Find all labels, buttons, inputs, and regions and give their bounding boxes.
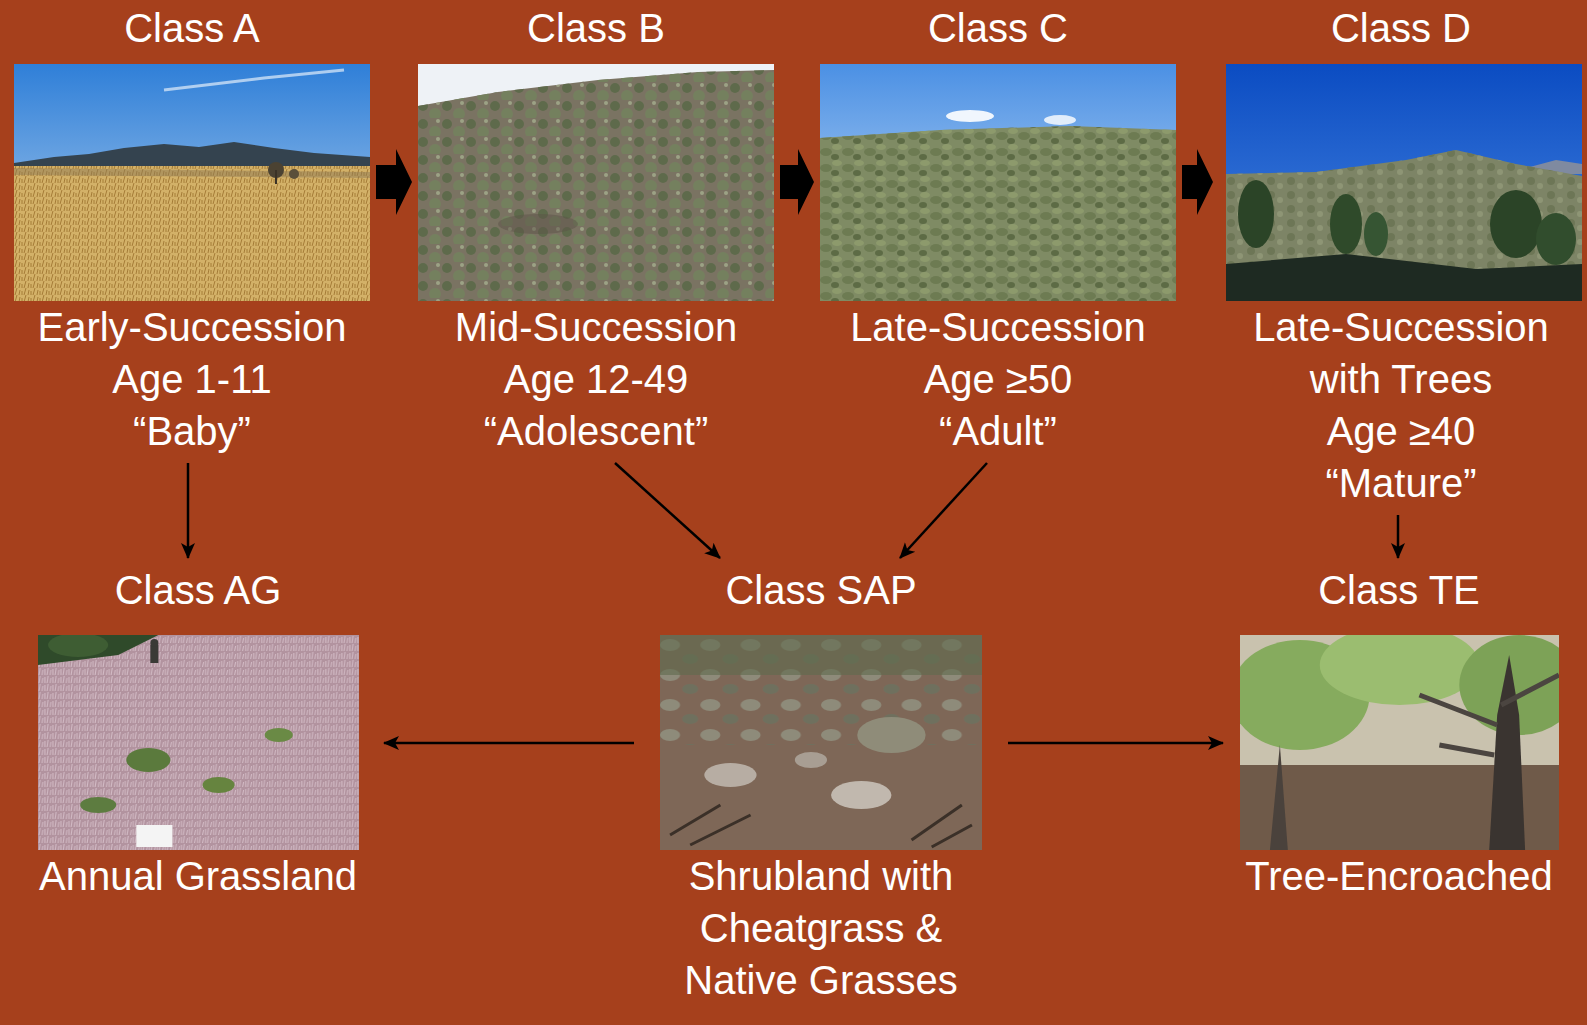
class-description: Late-Succession: [850, 301, 1146, 353]
photo-slot: [14, 64, 370, 301]
class-heading: Class AG: [115, 564, 282, 616]
block-arrow: [1182, 149, 1213, 215]
class-heading: Class B: [527, 2, 665, 54]
class-heading: Class TE: [1318, 564, 1480, 616]
landscape-photo: [660, 635, 982, 850]
landscape-photo: [14, 64, 370, 301]
transition-arrow: [900, 463, 987, 558]
photo-slot: [1229, 635, 1569, 850]
landscape-photo: [820, 64, 1176, 301]
landscape-photo: [1240, 635, 1559, 850]
succession-class: Class SAP Shrubland with Cheatgrass & Nat…: [640, 564, 1002, 1006]
transition-arrow: [187, 463, 190, 558]
succession-class: Class B Mid-SuccessionAge 12-49“Adolescen…: [418, 2, 774, 457]
class-description: Mid-Succession: [455, 301, 737, 353]
class-description: “Mature”: [1325, 457, 1476, 509]
class-description: Annual Grassland: [39, 850, 357, 902]
class-description: Late-Succession with Trees: [1231, 301, 1571, 405]
photo-slot: [820, 64, 1176, 301]
class-description: Early-Succession: [37, 301, 346, 353]
succession-class: Class AG Annual Grassland: [18, 564, 378, 902]
class-description: “Adult”: [939, 405, 1057, 457]
class-description: Age ≥50: [924, 353, 1073, 405]
succession-class: Class A Early-SuccessionAge 1-11“Baby”: [14, 2, 370, 457]
photo-slot: [1219, 64, 1583, 301]
photo-slot: [18, 635, 378, 850]
transition-arrow: [615, 463, 720, 558]
class-description: “Baby”: [133, 405, 251, 457]
class-heading: Class D: [1331, 2, 1471, 54]
class-heading: Class SAP: [725, 564, 916, 616]
photo-slot: [640, 635, 1002, 850]
class-description: Tree-Encroached: [1245, 850, 1553, 902]
landscape-photo: [38, 635, 359, 850]
class-heading: Class A: [124, 2, 260, 54]
class-description: Age 1-11: [112, 353, 271, 405]
block-arrow: [780, 149, 814, 215]
transition-arrow: [384, 742, 634, 745]
succession-class: Class TE Tree-Encroached: [1229, 564, 1569, 902]
class-description: Shrubland with Cheatgrass & Native Grass…: [661, 850, 981, 1006]
class-description: Age 12-49: [504, 353, 689, 405]
transition-arrow: [1008, 742, 1223, 745]
photo-slot: [418, 64, 774, 301]
transition-arrow: [1397, 515, 1400, 558]
succession-class: Class D Late-Succession with TreesAge ≥40…: [1219, 2, 1583, 509]
landscape-photo: [1226, 64, 1582, 301]
class-description: Age ≥40: [1327, 405, 1476, 457]
succession-class: Class C Late-SuccessionAge ≥50“Adult”: [820, 2, 1176, 457]
block-arrow: [376, 149, 412, 215]
class-description: “Adolescent”: [484, 405, 709, 457]
class-heading: Class C: [928, 2, 1068, 54]
landscape-photo: [418, 64, 774, 301]
